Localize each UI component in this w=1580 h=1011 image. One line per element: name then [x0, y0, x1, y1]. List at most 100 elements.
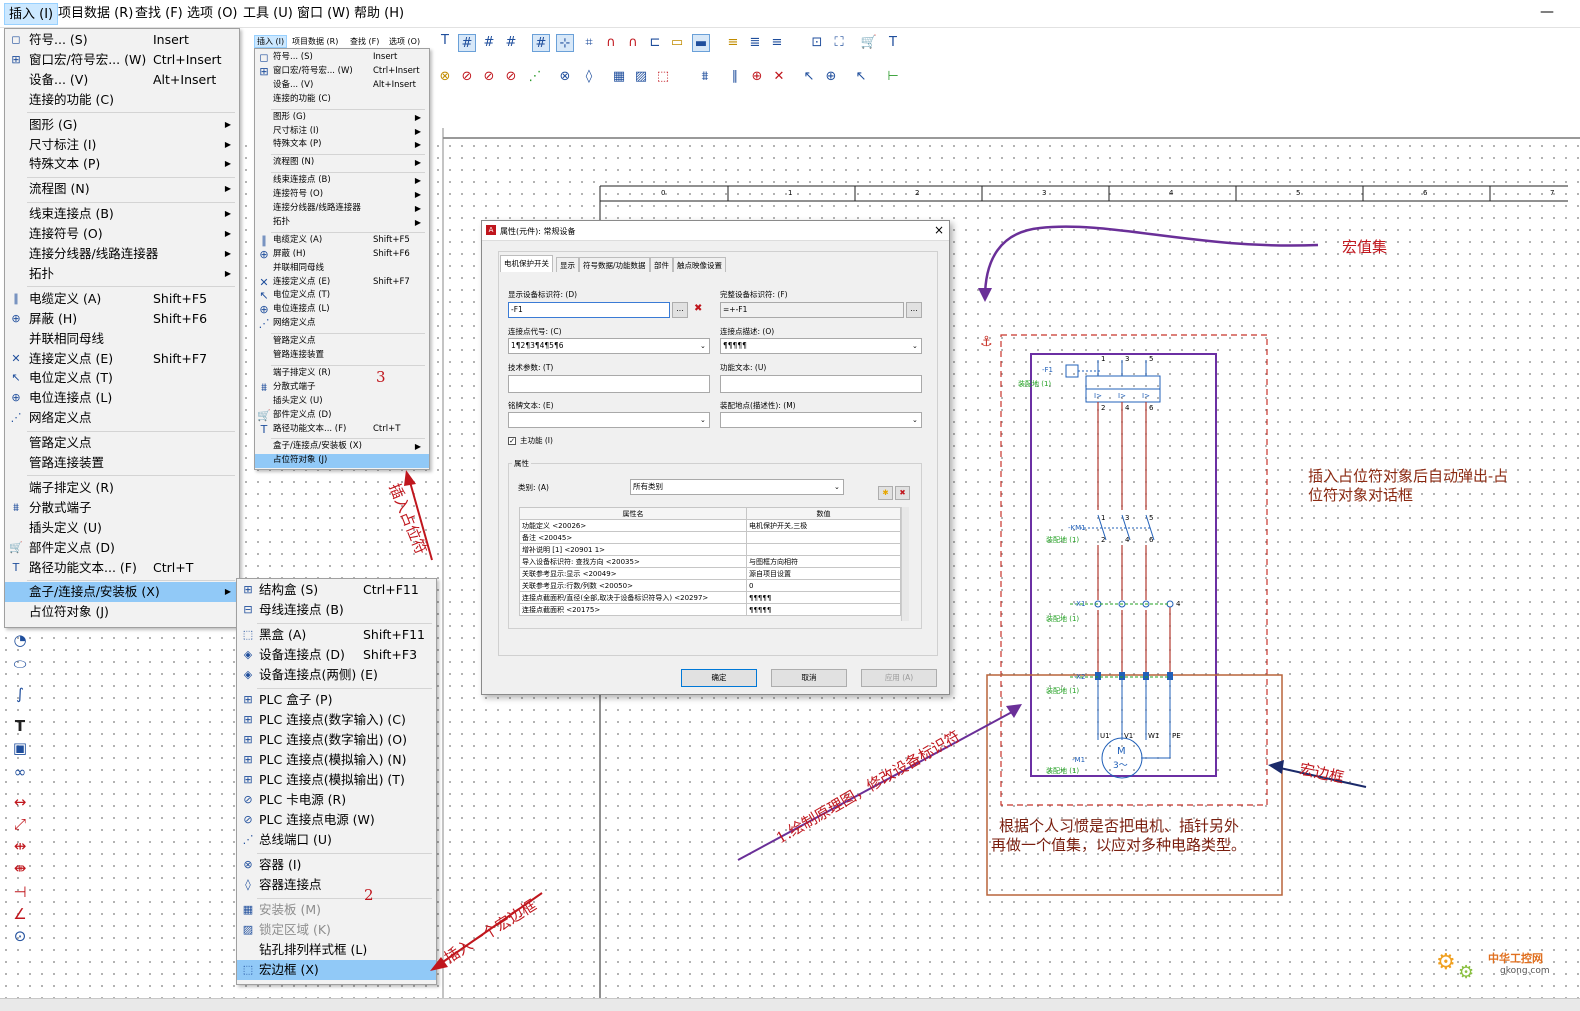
- box-submenu-item[interactable]: ◊容器连接点: [237, 875, 436, 895]
- insert-menu-item[interactable]: 占位符对象 (J): [5, 602, 239, 622]
- symbol-icon[interactable]: ⊗: [439, 69, 451, 84]
- property-value[interactable]: ¶¶¶¶¶: [746, 591, 901, 604]
- link-icon[interactable]: ∞: [13, 763, 27, 781]
- tab-contact-image[interactable]: 触点映像设置: [673, 257, 726, 272]
- hatch-icon[interactable]: ▨: [634, 69, 648, 84]
- bar-icon[interactable]: ▭: [670, 35, 684, 50]
- x1-tag[interactable]: -X1: [1074, 600, 1086, 608]
- inner-menu-item[interactable]: ⊞窗口宏/符号宏... (W)Ctrl+Insert: [255, 65, 429, 79]
- insert-menu-item[interactable]: ⋰网络定义点: [5, 408, 239, 428]
- box-submenu-item[interactable]: ⊗容器 (I): [237, 855, 436, 875]
- inner-menu-item[interactable]: 盒子/连接点/安装板 (X)▶: [255, 440, 429, 454]
- box-submenu-item[interactable]: ⊞PLC 连接点(数字输入) (C): [237, 710, 436, 730]
- box-submenu-item[interactable]: ⊞PLC 连接点(数字输出) (O): [237, 730, 436, 750]
- property-value[interactable]: 与图框方向相符: [746, 555, 901, 568]
- inner-menu-item[interactable]: ∥电缆定义 (A)Shift+F5: [255, 234, 429, 248]
- inner-menu-item[interactable]: ✕连接定义点 (E)Shift+F7: [255, 276, 429, 290]
- inner-menu-item[interactable]: ⊕电位连接点 (L): [255, 303, 429, 317]
- x2-tag[interactable]: -X2: [1074, 673, 1086, 681]
- potential-connect-icon[interactable]: ⊕: [825, 69, 837, 84]
- lines-icon[interactable]: ≡: [771, 35, 783, 50]
- conn-code-select[interactable]: 1¶2¶3¶4¶5¶6: [508, 338, 710, 354]
- browse-button[interactable]: ...: [906, 302, 922, 318]
- inner-menu-item[interactable]: 特殊文本 (P)▶: [255, 138, 429, 152]
- box-submenu-item[interactable]: ⊞PLC 盒子 (P): [237, 690, 436, 710]
- tech-field[interactable]: [508, 375, 710, 393]
- inner-menu-item[interactable]: 管路连接装置: [255, 349, 429, 363]
- motor-m1[interactable]: [1097, 680, 1171, 779]
- measure-icon[interactable]: ⊏: [649, 35, 661, 50]
- insert-menu-item[interactable]: 图形 (G)▶: [5, 115, 239, 135]
- insert-menu-item[interactable]: ◻符号... (S)Insert: [5, 30, 239, 50]
- category-select[interactable]: 所有类别: [630, 479, 844, 495]
- symbol-icon[interactable]: ⊗: [559, 69, 571, 84]
- delete-icon[interactable]: ✖: [694, 303, 703, 314]
- inner-menu-item[interactable]: 占位符对象 (J): [255, 454, 429, 469]
- tab-symbol-data[interactable]: 符号数据/功能数据: [579, 257, 650, 272]
- inner-menu-item[interactable]: 插头定义 (U): [255, 395, 429, 409]
- insert-menu-item[interactable]: ∥电缆定义 (A)Shift+F5: [5, 289, 239, 309]
- tab-parts[interactable]: 部件: [650, 257, 673, 272]
- insert-menu-item[interactable]: ⊕电位连接点 (L): [5, 388, 239, 408]
- toolbar-text-icon[interactable]: T: [441, 33, 449, 48]
- inner-menu-find[interactable]: 查找 (F): [350, 37, 380, 46]
- grid-icon[interactable]: #: [532, 34, 550, 52]
- dimension-icon[interactable]: ⇹: [13, 837, 27, 855]
- box-submenu-item[interactable]: ⬚黑盒 (A)Shift+F11: [237, 625, 436, 645]
- inner-menu-item[interactable]: ⊕屏蔽 (H)Shift+F6: [255, 248, 429, 262]
- insert-menu-item[interactable]: 拓扑▶: [5, 264, 239, 284]
- box-submenu-item[interactable]: ⊞结构盒 (S)Ctrl+F11: [237, 580, 436, 600]
- box-submenu-item[interactable]: ⊞PLC 连接点(模拟输出) (T): [237, 770, 436, 790]
- main-function-checkbox[interactable]: ✓: [508, 437, 516, 445]
- anchor-icon[interactable]: ⚓: [980, 334, 993, 350]
- inner-menu-project-data[interactable]: 项目数据 (R): [292, 37, 339, 46]
- menu-find[interactable]: 查找 (F): [135, 6, 183, 21]
- property-value[interactable]: 0: [746, 579, 901, 592]
- apply-button[interactable]: 应用 (A): [861, 669, 937, 687]
- ellipse-icon[interactable]: ⬭: [13, 655, 27, 673]
- menu-help[interactable]: 帮助 (H): [354, 6, 405, 21]
- symbol-icon[interactable]: ⊘: [505, 69, 517, 84]
- table-row[interactable]: 连接点截面积 <20175>¶¶¶¶¶: [519, 603, 901, 616]
- insert-menu-item[interactable]: ⊕屏蔽 (H)Shift+F6: [5, 309, 239, 329]
- property-value[interactable]: 源自项目设置: [746, 567, 901, 580]
- menu-tools[interactable]: 工具 (U): [243, 6, 293, 21]
- lines-icon[interactable]: ≡: [727, 35, 739, 50]
- x2-terminals[interactable]: [1095, 672, 1173, 680]
- insert-menu-item[interactable]: 管路连接装置: [5, 453, 239, 473]
- insert-menu-item[interactable]: ↖电位定义点 (T): [5, 368, 239, 388]
- chevron-down-icon[interactable]: ⌄: [912, 342, 918, 350]
- grid-icon[interactable]: #: [483, 35, 495, 50]
- menu-insert[interactable]: 插入 (I): [4, 3, 59, 25]
- text-icon[interactable]: T: [14, 717, 26, 735]
- inner-menu-item[interactable]: 拓扑▶: [255, 216, 429, 230]
- terminal-icon[interactable]: ⩩: [701, 69, 709, 84]
- cancel-button[interactable]: 取消: [771, 669, 847, 687]
- f1-tag[interactable]: -F1: [1042, 366, 1054, 374]
- insert-menu-item[interactable]: ⩩分散式端子: [5, 498, 239, 518]
- lines-icon[interactable]: ≣: [749, 35, 761, 50]
- grid-icon[interactable]: #: [505, 35, 517, 50]
- chevron-down-icon[interactable]: ⌄: [912, 416, 918, 424]
- box-submenu-item[interactable]: ⊞PLC 连接点(模拟输入) (N): [237, 750, 436, 770]
- inner-menu-item[interactable]: ⋰网络定义点: [255, 317, 429, 331]
- mount-select[interactable]: [720, 412, 922, 428]
- insert-menu-item[interactable]: 管路定义点: [5, 433, 239, 453]
- interrupt-icon[interactable]: ⊢: [887, 69, 899, 84]
- insert-menu-item[interactable]: 🛒部件定义点 (D): [5, 538, 239, 558]
- macro-border[interactable]: [986, 674, 1283, 896]
- inner-menu-item[interactable]: ⩩分散式端子: [255, 381, 429, 395]
- table-row[interactable]: 关联参考显示:行数/列数 <20050>0: [519, 579, 901, 592]
- minimize-icon[interactable]: —: [1540, 4, 1554, 20]
- insert-menu-item[interactable]: 特殊文本 (P)▶: [5, 154, 239, 174]
- inner-menu-item[interactable]: 管路定义点: [255, 335, 429, 349]
- insert-menu-item[interactable]: 设备... (V)Alt+Insert: [5, 70, 239, 90]
- inner-menu-item[interactable]: ◻符号... (S)Insert: [255, 51, 429, 65]
- inner-menu-options[interactable]: 选项 (O): [389, 37, 421, 46]
- fit-icon[interactable]: ⛶: [834, 35, 844, 50]
- shield-icon[interactable]: ⊕: [751, 69, 763, 84]
- inner-menu-item[interactable]: 连接的功能 (C): [255, 93, 429, 107]
- property-value[interactable]: ¶¶¶¶¶: [746, 603, 901, 616]
